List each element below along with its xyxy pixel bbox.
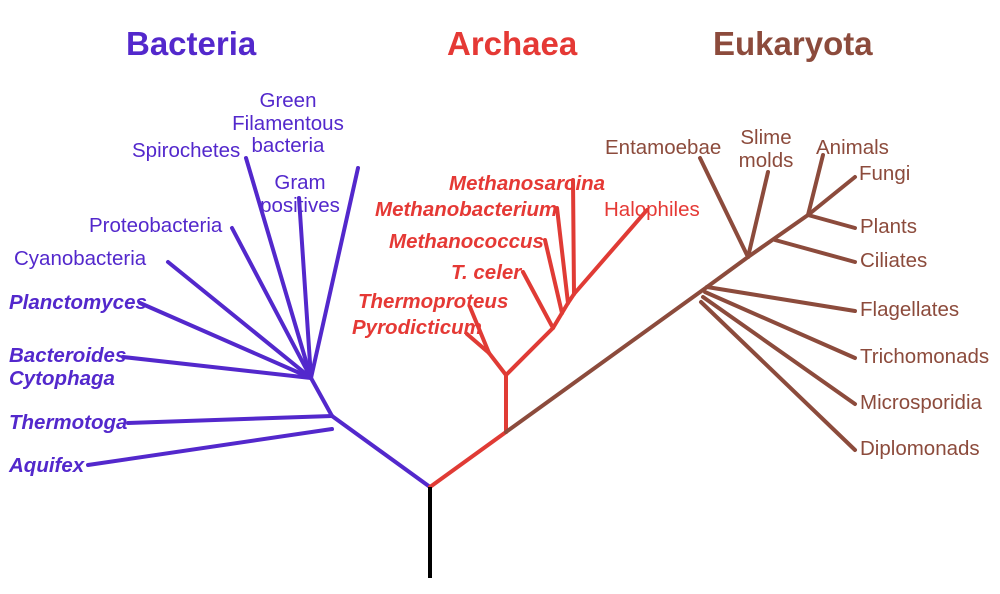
branch-root-to-base	[428, 430, 508, 489]
taxon-label-ciliates: Ciliates	[860, 249, 928, 272]
taxon-label-thermotoga: Thermotoga	[9, 411, 128, 434]
taxon-label-aquifex: Aquifex	[9, 454, 85, 477]
branch-methanosarcina	[571, 178, 576, 296]
taxon-label-microsporidia: Microsporidia	[860, 391, 982, 414]
taxon-label-line: Halophiles	[604, 198, 700, 221]
taxon-label-line: T. celer	[451, 261, 522, 284]
taxon-label-flagellates: Flagellates	[860, 298, 960, 321]
taxon-label-line: Methanosarcina	[449, 172, 606, 195]
taxon-label-t-celer: T. celer	[451, 261, 522, 284]
taxon-label-line: Bacteroides	[9, 344, 127, 367]
branch-diplomonads	[699, 300, 857, 452]
branch-t-celer	[521, 270, 555, 330]
taxon-label-plants: Plants	[860, 215, 917, 238]
taxon-label-halophiles: Halophiles	[604, 198, 700, 221]
taxon-label-line: Methanobacterium	[375, 198, 558, 221]
branch-animals	[806, 153, 825, 217]
taxon-label-spirochetes: Spirochetes	[132, 139, 241, 162]
taxon-label-line: Gram	[274, 171, 326, 194]
taxon-label-line: Slime	[740, 126, 792, 149]
taxon-label-trichomonads: Trichomonads	[860, 345, 990, 368]
branch-spirochetes	[244, 156, 313, 380]
taxon-label-line: Microsporidia	[860, 391, 982, 414]
domain-title-eukaryota: Eukaryota	[713, 25, 873, 62]
branch-planctomyces	[138, 301, 313, 380]
branch-thermotoga	[126, 414, 334, 425]
branch-thermoproteus	[468, 305, 491, 355]
taxon-label-line: Spirochetes	[132, 139, 241, 162]
taxon-label-line: Cyanobacteria	[14, 247, 147, 270]
taxon-label-line: Aquifex	[9, 454, 85, 477]
taxon-label-cyanobacteria: Cyanobacteria	[14, 247, 147, 270]
domain-title-bacteria: Bacteria	[126, 25, 257, 62]
taxon-label-line: Fungi	[859, 162, 911, 185]
taxon-label-line: Thermoproteus	[358, 290, 509, 313]
taxon-label-line: molds	[738, 148, 794, 172]
branch-methanococcus	[543, 238, 564, 315]
taxon-label-thermoproteus: Thermoproteus	[358, 290, 509, 313]
taxon-label-proteobacteria: Proteobacteria	[89, 214, 223, 237]
taxon-label-line: Thermotoga	[9, 411, 128, 434]
taxon-label-line: bacteria	[251, 134, 325, 158]
branch-backbone-lower	[705, 255, 750, 289]
branch-proteobacteria	[230, 226, 313, 380]
taxon-label-fungi: Fungi	[859, 162, 911, 185]
domain-title-archaea: Archaea	[447, 25, 578, 62]
branch-pyrodicticum	[465, 332, 491, 355]
taxon-label-pyrodicticum: Pyrodicticum	[352, 316, 482, 339]
taxon-label-animals: Animals	[816, 136, 889, 159]
taxon-label-line: Entamoebae	[605, 136, 722, 159]
taxon-label-line: Proteobacteria	[89, 214, 223, 237]
taxon-label-diplomonads: Diplomonads	[860, 437, 980, 460]
taxon-label-line: Green	[259, 89, 317, 112]
eukaryota-branch-group	[504, 153, 857, 452]
branch-root-to-basal-hub	[330, 414, 432, 489]
taxon-label-line: Methanococcus	[389, 230, 544, 253]
taxon-label-line: Flagellates	[860, 298, 960, 321]
branch-halophiles	[572, 208, 649, 296]
taxon-label-line: Diplomonads	[860, 437, 980, 460]
taxon-label-line: Animals	[816, 136, 889, 159]
taxon-label-methanosarcina: Methanosarcina	[449, 172, 606, 195]
taxon-label-entamoebae: Entamoebae	[605, 136, 722, 159]
branch-aquifex	[86, 427, 334, 467]
branch-green-filamentous	[309, 166, 360, 380]
taxon-label-bacteroides: Bacteroides Cytophaga	[9, 344, 127, 390]
taxon-label-line: Pyrodicticum	[352, 316, 482, 339]
branch-bacteroides	[121, 355, 313, 380]
taxon-label-methanococcus: Methanococcus	[389, 230, 544, 253]
branch-gram-positives	[297, 196, 313, 380]
taxon-label-line: positives	[260, 193, 340, 217]
taxon-label-methanobacterium: Methanobacterium	[375, 198, 558, 221]
branch-microsporidia	[701, 295, 857, 406]
taxon-label-line: Cytophaga	[9, 366, 115, 390]
branch-basal-hub-to-main	[309, 376, 334, 418]
archaea-branch-group	[428, 178, 649, 489]
branch-ciliates	[773, 238, 857, 264]
branch-euryarchaeota-stem	[504, 326, 555, 377]
branch-archaea-to-euk-base	[504, 285, 709, 434]
taxon-label-line: Trichomonads	[860, 345, 990, 368]
taxon-label-planctomyces: Planctomyces	[9, 291, 147, 314]
branch-entamoebae	[698, 156, 750, 259]
branch-flagellates	[705, 285, 857, 313]
branch-trichomonads	[703, 290, 857, 360]
bacteria-branch-group	[86, 156, 432, 489]
taxon-label-line: Plants	[860, 215, 917, 238]
branch-fungi	[806, 175, 857, 217]
branch-node-b	[551, 311, 564, 330]
branch-plants	[806, 213, 857, 230]
taxon-label-line: Ciliates	[860, 249, 928, 272]
taxon-label-line: Filamentous	[232, 111, 344, 135]
branch-cyanobacteria	[166, 260, 313, 380]
branch-slime-molds	[746, 170, 770, 259]
taxon-label-line: Planctomyces	[9, 291, 147, 314]
branch-backbone-upper	[746, 213, 810, 259]
branch-methanobacterium	[555, 206, 570, 305]
branch-crenarchaeota-stem	[487, 351, 508, 377]
